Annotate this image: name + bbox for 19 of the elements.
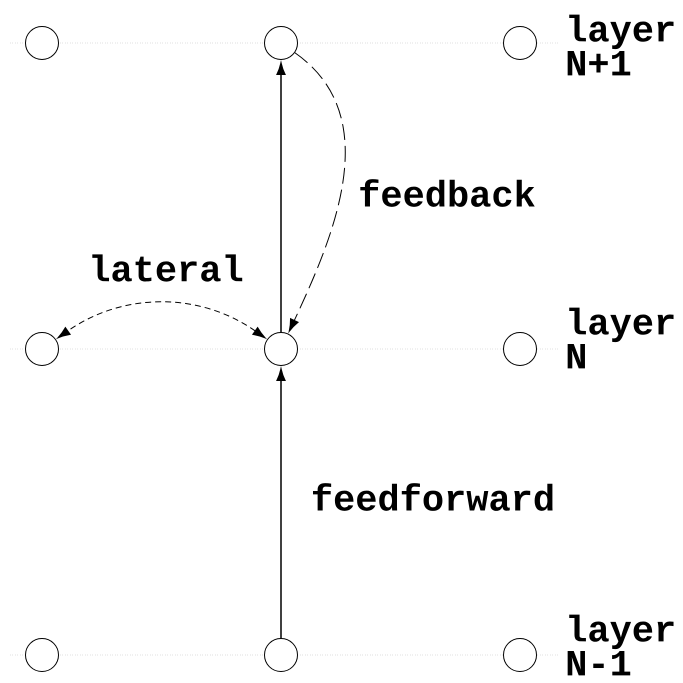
neuron-circle	[264, 332, 298, 366]
layer-label: layer N-1	[568, 614, 674, 676]
arrow	[288, 52, 346, 332]
neuron-circle	[503, 332, 537, 366]
neuron-circle	[25, 26, 59, 60]
edge-label: feedback	[357, 178, 537, 208]
layer-label: layer N+1	[568, 14, 674, 76]
neuron-circle	[25, 332, 59, 366]
neuron-circle	[503, 26, 537, 60]
neuron-circle	[264, 26, 298, 60]
edge-label: feedforward	[310, 482, 556, 512]
arrow	[276, 368, 286, 638]
arrow	[276, 62, 286, 332]
layer-label: layer N	[568, 308, 674, 368]
neuron-circle	[25, 638, 59, 672]
edge-label: lateral	[87, 253, 245, 283]
neuron-circle	[503, 638, 537, 672]
neuron-circle	[264, 638, 298, 672]
arrow	[57, 301, 266, 338]
